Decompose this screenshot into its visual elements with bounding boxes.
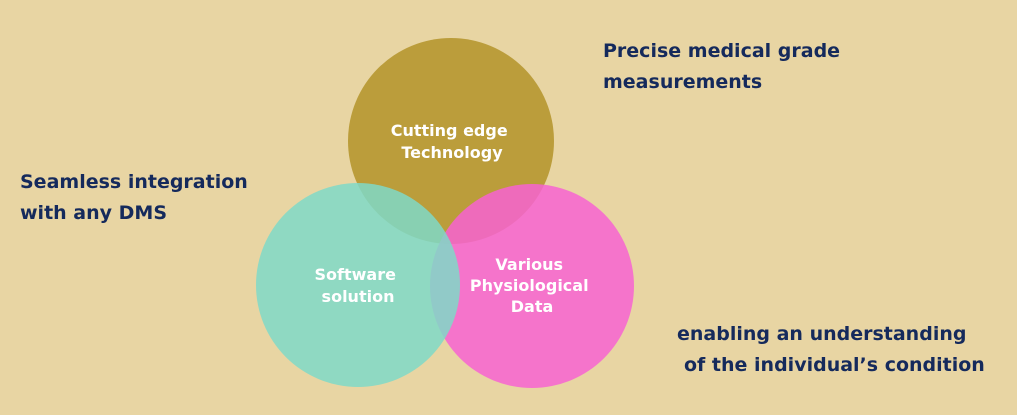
physiological-data-circle-label: Various Physiological Data	[470, 255, 594, 316]
data-label-line-3: Data	[511, 297, 554, 316]
software-label-line-2: solution	[322, 287, 395, 306]
caption-individual-condition-line-1: enabling an understanding	[677, 323, 967, 345]
caption-individual-condition: enabling an understanding of the individ…	[677, 319, 985, 381]
technology-label-line-1: Cutting edge	[391, 121, 508, 140]
data-label-line-1: Various	[495, 255, 563, 274]
caption-dms-integration-line-1: Seamless integration	[20, 171, 248, 193]
caption-medical-grade-line-2: measurements	[603, 71, 763, 93]
caption-medical-grade: Precise medical grade measurements	[603, 36, 840, 98]
software-circle	[256, 183, 460, 387]
technology-circle-label: Cutting edge Technology	[391, 121, 514, 162]
data-label-line-2: Physiological	[470, 276, 589, 295]
software-circle-label: Software solution	[314, 265, 401, 306]
caption-dms-integration: Seamless integration with any DMS	[20, 167, 248, 229]
caption-individual-condition-line-2: of the individual’s condition	[684, 354, 985, 376]
physiological-data-circle	[430, 184, 634, 388]
caption-medical-grade-line-1: Precise medical grade	[603, 40, 841, 62]
caption-dms-integration-line-2: with any DMS	[20, 202, 167, 224]
technology-label-line-2: Technology	[401, 143, 503, 162]
software-label-line-1: Software	[314, 265, 396, 284]
